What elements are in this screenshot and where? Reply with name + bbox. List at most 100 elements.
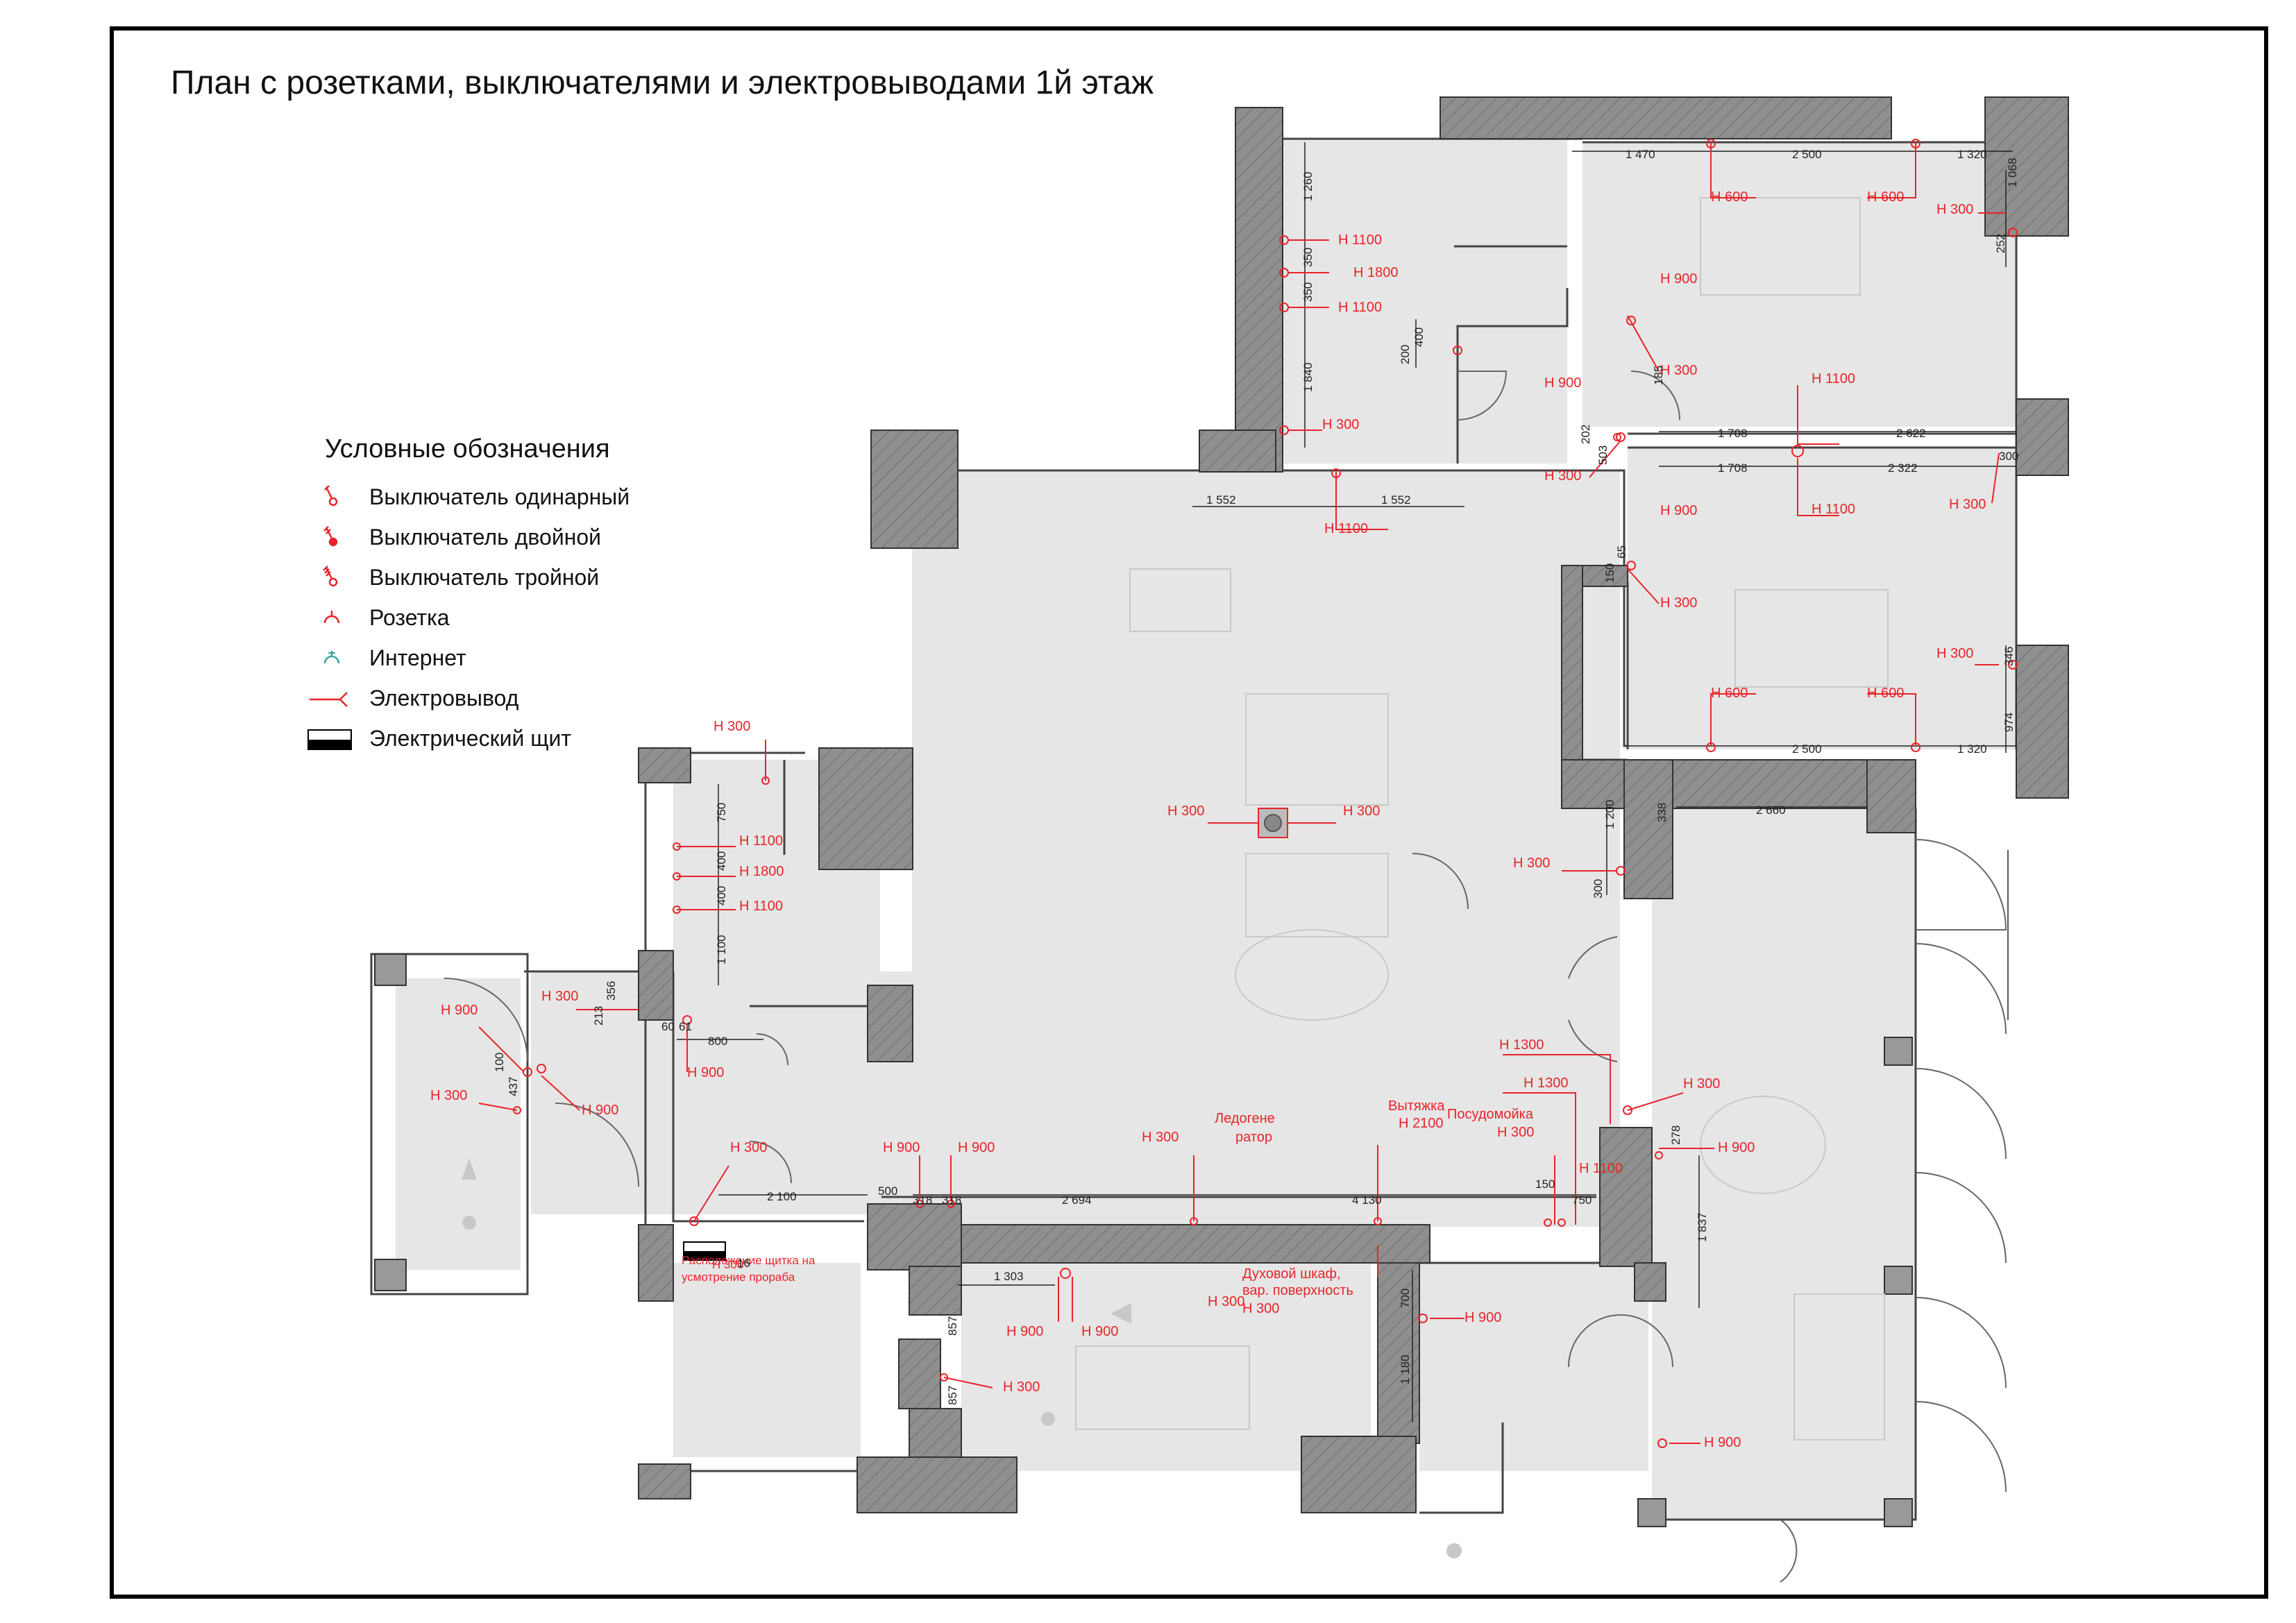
leader-line [1503,1092,1576,1225]
terrace-floor [396,978,521,1270]
dimension-label: 2 500 [1792,742,1822,756]
dimension-label: 400 [715,886,728,906]
dimension-label: 1 552 [1381,493,1411,507]
height-label: Н 300 [1343,804,1380,819]
hall-floor [531,971,913,1214]
wall-line [1652,808,1917,1521]
panel-note: Расположение щитка на [682,1254,816,1267]
height-label: Н 300 [1497,1125,1534,1140]
column [374,953,407,986]
height-label: Н 300 [1660,363,1697,378]
height-label: Н 900 [1660,271,1697,287]
dimension-label: 437 [507,1077,520,1096]
dimension-label: 1 837 [1696,1212,1709,1242]
height-label: Н 300 [1003,1379,1040,1395]
switch-icon [1418,1314,1428,1323]
switch-icon [1657,1438,1667,1448]
height-label: Н 900 [1704,1435,1741,1450]
ceiling-outlet-icon [1264,814,1282,832]
height-label: Н 300 [1683,1076,1720,1091]
legend-label: Розетка [369,604,450,630]
dimension-label: 150 [1603,563,1617,583]
height-label: Н 300 [430,1088,467,1103]
dimension-label: 350 [1301,282,1315,302]
columns [374,953,1913,1527]
height-label: Н 1100 [1579,1161,1623,1176]
dimension-label: 100 [493,1053,506,1072]
appliance-label: Посудомойка [1447,1107,1534,1122]
legend-label: Электрический щит [369,725,572,751]
height-label: Н 900 [1660,503,1697,518]
door-swing [1780,1519,1798,1583]
socket-icon [1911,139,1921,148]
height-label: Н 1300 [1499,1037,1544,1053]
legend-item-single-switch: Выключатель одинарный [307,477,695,517]
dimension-label: 202 [1579,425,1592,444]
socket-icon [915,1200,924,1208]
height-label: Н 300 [1544,468,1581,484]
legend-label: Выключатель двойной [369,524,602,550]
leader-line [1589,440,1621,478]
dimension-label: 252 [1994,234,2007,253]
legend: Условные обозначения Выключатель одинарн… [307,434,695,758]
round-table [1700,1096,1826,1194]
socket-icon [1558,1218,1566,1227]
wall-block [1561,759,1916,809]
utility-floor [673,1263,861,1457]
wall-block [1199,430,1276,473]
column [1884,1498,1913,1527]
height-label: Н 300 [730,1140,767,1155]
leader-line [1867,142,1916,198]
height-label: Н 300 [714,719,750,734]
legend-item-internet: Интернет [307,638,695,678]
dimension-label: 338 [1655,803,1669,822]
dimension-label: 356 [605,981,618,1001]
height-label: Н 900 [1006,1324,1043,1339]
dimension-label: 300 [1999,450,2018,463]
dimension-label: 200 [1399,345,1412,364]
dimension-label: 2 622 [1896,427,1926,440]
dimension-label: 1 708 [1718,461,1748,475]
dimension-label: 1 840 [1301,362,1315,392]
column [1637,1498,1666,1527]
height-label: Н 900 [1718,1140,1755,1155]
dimension-label: 65 [1615,545,1628,559]
socket-icon [1331,468,1341,478]
leader-line [1991,452,2000,504]
panel-fill [684,1251,725,1260]
column [1884,1266,1913,1295]
leader-line [1335,472,1388,530]
floor-areas [396,139,2016,1520]
dimension-label: 857 [946,1316,959,1336]
door-swing [1568,936,1618,979]
entrance-dot [1446,1543,1462,1558]
dimension-label: 400 [715,851,728,871]
appliance-label: Духовой шкаф, [1242,1266,1341,1282]
door-swing [749,1141,792,1184]
wall-block [2016,645,2069,799]
switch-icon [1626,561,1636,570]
electrical-panel [683,1241,726,1261]
switch-icon [1623,1105,1632,1115]
wall-block [870,430,959,549]
height-label: Н 1100 [739,899,783,914]
dimension-label: 1 320 [1957,742,1987,756]
door-swing [1568,1314,1673,1368]
socket-icon [673,842,681,851]
leader-line [478,1026,525,1073]
socket-icon [673,872,681,881]
bedroom-1-floor [1582,142,2016,427]
height-label: Н 300 [541,989,578,1004]
socket-icon [761,776,770,785]
height-label: Н 1300 [1523,1076,1569,1091]
wall-block [1623,759,1673,899]
height-label: Н 900 [1464,1310,1501,1325]
double-switch-icon [323,526,338,547]
wall-block [638,1463,691,1499]
dimension-label: 750 [1572,1193,1592,1207]
socket-icon [1706,742,1716,752]
dimension-label: 318 [913,1193,932,1207]
dimension-label: 503 [1596,445,1610,465]
bedroom-2-floor [1628,448,2016,749]
legend-item-triple-switch: Выключатель тройной [307,557,695,597]
